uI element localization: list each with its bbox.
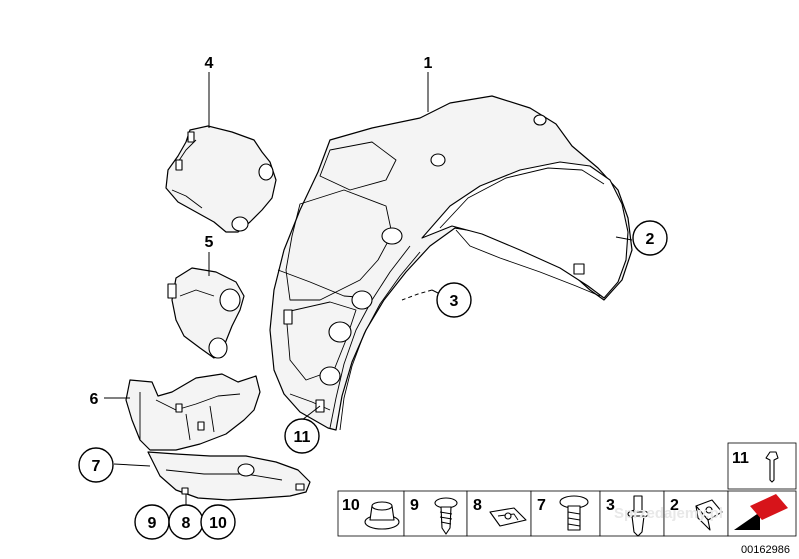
callout-5: 5 (205, 234, 214, 251)
flange-nut-icon (364, 501, 400, 530)
callout-7: 7 (78, 447, 114, 483)
callout-6: 6 (90, 391, 99, 408)
clip-nut-icon (695, 499, 723, 531)
fastener-cell-9 (403, 490, 468, 537)
fastener-cell-11 (727, 442, 797, 490)
callout-9: 9 (134, 504, 170, 540)
callout-11-label: 11 (294, 429, 311, 446)
callout-11: 11 (284, 418, 320, 454)
callout-9-label: 9 (148, 515, 157, 532)
upper-cover-panel (165, 125, 277, 233)
callout-4: 4 (205, 55, 214, 72)
callout-3-label: 3 (450, 293, 459, 310)
fastener-cell-9-label: 9 (410, 497, 419, 514)
callout-4-label: 4 (205, 55, 214, 72)
expanding-rivet-icon (627, 495, 649, 537)
small-cover-panel (167, 267, 245, 359)
callout-6-label: 6 (90, 391, 99, 408)
callout-1: 1 (424, 55, 433, 72)
callout-5-label: 5 (205, 234, 214, 251)
fastener-cell-8-label: 8 (473, 497, 482, 514)
fastener-table: 11 10 9 8 7 3 2 (337, 442, 797, 537)
fastener-cell-11-label: 11 (732, 450, 749, 467)
callout-7-label: 7 (92, 458, 101, 475)
lower-bracket (125, 373, 261, 451)
diagram-mark-icon (734, 494, 788, 530)
callout-2: 2 (632, 220, 668, 256)
wheel-arch-liner (269, 95, 633, 431)
spring-nut-icon (489, 507, 527, 527)
watermark: Sprzedajemy.pl (614, 505, 723, 522)
lower-splash-shield (147, 451, 311, 501)
screw-icon (434, 497, 458, 535)
callout-2-label: 2 (646, 231, 655, 248)
push-rivet-icon (765, 451, 779, 483)
fastener-cell-2-label: 2 (670, 497, 679, 514)
fastener-cell-7-label: 7 (537, 497, 546, 514)
diagram-number: 00162986 (741, 544, 790, 556)
callout-8-label: 8 (182, 515, 191, 532)
callout-3: 3 (436, 282, 472, 318)
fastener-cell-3-label: 3 (606, 497, 615, 514)
callout-10-label: 10 (209, 515, 227, 532)
fastener-cell-10-label: 10 (342, 497, 360, 514)
callout-1-label: 1 (424, 55, 433, 72)
bolt-icon (559, 495, 589, 531)
callout-8: 8 (168, 504, 204, 540)
callout-10: 10 (200, 504, 236, 540)
